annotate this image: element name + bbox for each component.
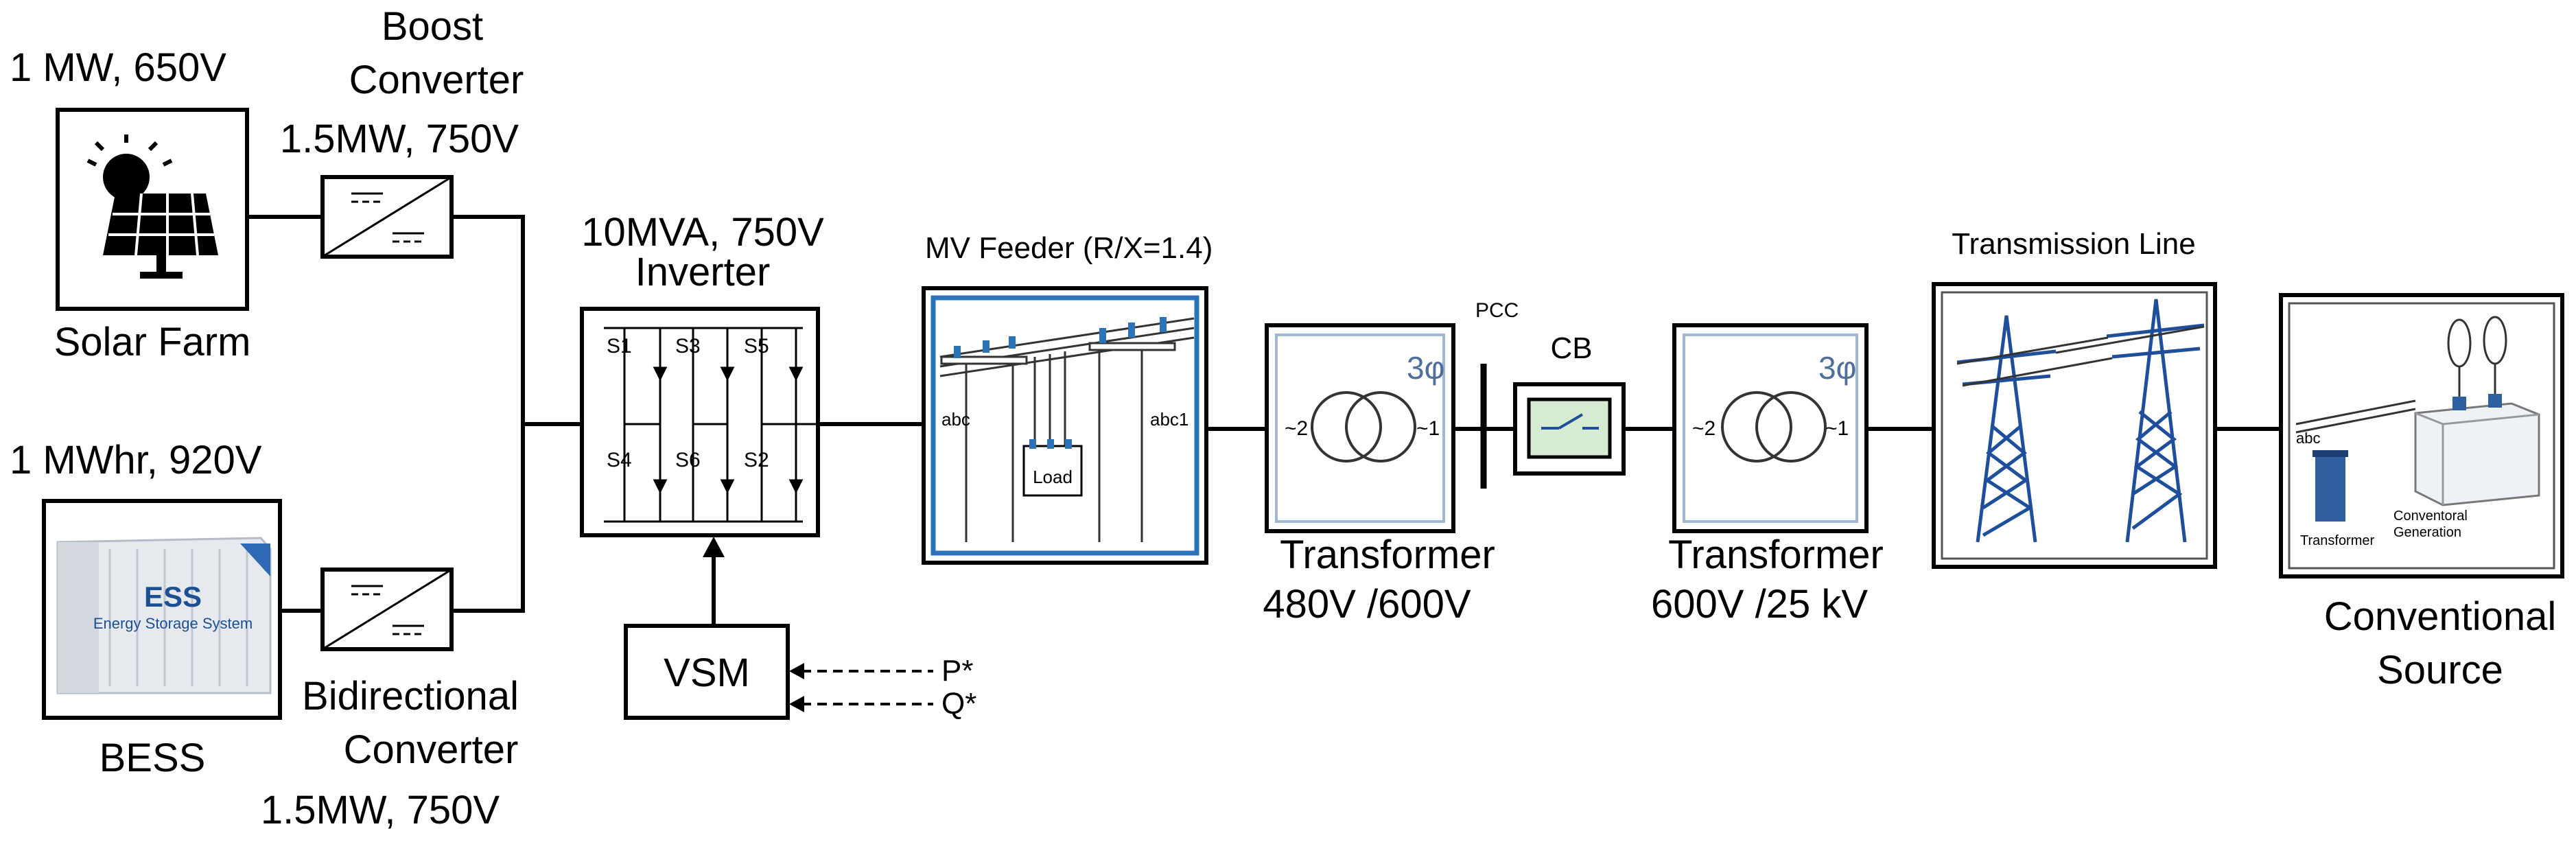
solar-farm[interactable]: 1 MW, 650V Solar Farm xyxy=(10,45,250,364)
transmission-inner xyxy=(1941,291,2208,560)
vsm-label: VSM xyxy=(664,651,750,695)
inverter[interactable]: 10MVA, 750V Inverter xyxy=(580,210,824,537)
feeder-port-right: abc1 xyxy=(1150,409,1189,430)
q-arrow-head xyxy=(789,696,804,712)
switch-label-s4: S4 xyxy=(607,449,632,471)
transformer-2[interactable]: 3φ ~2 ~1 Transformer 600V /25 kV xyxy=(1651,323,1884,627)
igbt-bridge-icon xyxy=(604,327,818,523)
transmission-tower-icon xyxy=(1956,299,2205,543)
transformer-icon xyxy=(1311,391,1416,463)
boost-name-line1: Boost xyxy=(382,4,483,49)
vsm-arrow-head xyxy=(703,537,725,557)
solar-rating: 1 MW, 650V xyxy=(10,45,226,90)
transformer-icon xyxy=(1721,391,1827,463)
inverter-name: Inverter xyxy=(635,250,771,294)
solar-panel-icon xyxy=(86,135,218,279)
bidir-name-line1: Bidirectional xyxy=(302,674,519,718)
wires xyxy=(247,215,2281,626)
transformer2-winding-left: ~2 xyxy=(1692,417,1716,440)
transformer1-name: Transformer xyxy=(1280,533,1495,577)
inverter-box xyxy=(580,307,820,537)
conventional-inner-port: abc xyxy=(2296,430,2320,447)
transformer1-winding-left: ~2 xyxy=(1285,417,1308,440)
bidir-name-line2: Converter xyxy=(344,727,519,772)
transformer2-winding-right: ~1 xyxy=(1825,417,1849,440)
bidirectional-converter[interactable]: Bidirectional Converter 1.5MW, 750V xyxy=(261,568,519,832)
vsm-setpoint-arrows xyxy=(801,670,933,705)
transformer2-inner xyxy=(1683,334,1858,523)
boost-rating: 1.5MW, 750V xyxy=(280,117,519,161)
leg-2 xyxy=(692,328,735,522)
boost-converter[interactable]: Boost Converter 1.5MW, 750V xyxy=(280,4,524,259)
dc-dc-converter-icon xyxy=(322,568,452,651)
feeder-load-label: Load xyxy=(1033,467,1073,487)
leg-1 xyxy=(623,328,668,522)
conventional-inner-gen-line2: Generation xyxy=(2393,525,2461,540)
bess-label: BESS xyxy=(99,736,206,780)
switch-label-s5: S5 xyxy=(744,335,769,358)
feeder-port-left: abc xyxy=(941,409,970,430)
vsm-input-q: Q* xyxy=(941,687,976,721)
vsm-controller[interactable]: VSM P* Q* xyxy=(624,624,976,721)
boost-name-line2: Converter xyxy=(349,58,524,102)
conventional-inner-gen-line1: Conventoral xyxy=(2393,508,2468,524)
solar-label: Solar Farm xyxy=(54,320,251,364)
transformer2-phase: 3φ xyxy=(1818,350,1856,386)
mv-feeder[interactable]: MV Feeder (R/X=1.4) xyxy=(922,231,1213,565)
transformer1-winding-right: ~1 xyxy=(1416,417,1440,440)
wire-boost-dcbus xyxy=(452,215,525,424)
transformer2-rating: 600V /25 kV xyxy=(1651,582,1868,627)
bess-rating: 1 MWhr, 920V xyxy=(10,438,262,482)
switch-label-s6: S6 xyxy=(675,449,701,471)
battery-container-icon: ESS Energy Storage System xyxy=(56,537,272,694)
circuit-breaker-icon xyxy=(1541,413,1599,430)
bess[interactable]: 1 MWhr, 920V ESS Energy Storage System B… xyxy=(10,438,282,780)
bidir-rating: 1.5MW, 750V xyxy=(261,788,500,832)
transformer-1[interactable]: 3φ ~2 ~1 Transformer 480V /600V xyxy=(1263,323,1495,627)
conventional-source[interactable]: abc Transformer Conventoral Generation C… xyxy=(2279,293,2564,692)
vsm-box xyxy=(624,624,790,720)
transformer1-rating: 480V /600V xyxy=(1263,582,1471,627)
dc-dc-converter-icon xyxy=(322,176,452,258)
switch-label-s1: S1 xyxy=(607,335,632,358)
transmission-line[interactable]: Transmission Line xyxy=(1932,227,2217,569)
vsm-input-p: P* xyxy=(941,654,973,688)
switch-label-s3: S3 xyxy=(675,335,701,358)
p-arrow-head xyxy=(789,663,804,679)
transformer1-phase: 3φ xyxy=(1407,350,1444,386)
circuit-breaker[interactable]: CB xyxy=(1513,331,1626,476)
mv-feeder-title: MV Feeder (R/X=1.4) xyxy=(925,231,1213,265)
conventional-inner-transformer: Transformer xyxy=(2300,533,2375,548)
bess-container-title: ESS xyxy=(144,581,202,613)
pcc-label: PCC xyxy=(1475,299,1519,322)
generator-icon xyxy=(2295,316,2540,522)
transmission-title: Transmission Line xyxy=(1952,227,2195,261)
distribution-feeder-icon xyxy=(939,317,1195,542)
cb-label: CB xyxy=(1550,331,1592,365)
switch-label-s2: S2 xyxy=(744,449,769,471)
inverter-rating: 10MVA, 750V xyxy=(581,210,824,255)
wire-bidir-dcbus xyxy=(452,424,525,613)
leg-3 xyxy=(760,328,818,522)
bess-container-subtitle: Energy Storage System xyxy=(93,615,253,632)
transformer2-name: Transformer xyxy=(1668,533,1884,577)
conventional-label-line2: Source xyxy=(2377,648,2503,692)
conventional-label-line1: Conventional xyxy=(2324,594,2557,639)
